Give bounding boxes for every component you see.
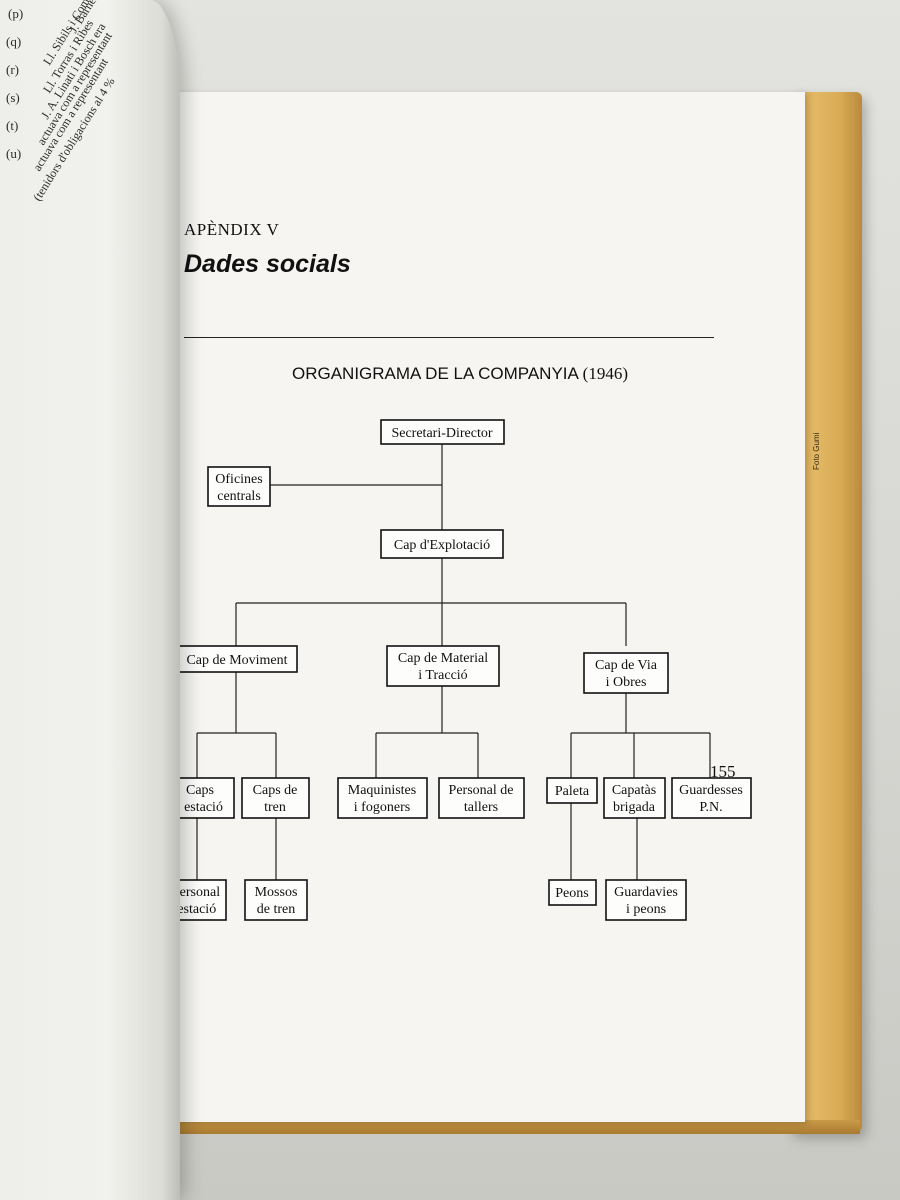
box-personal-tallers-line-1: Personal de [449, 783, 514, 798]
box-guardavies-line-1: Guardavies [614, 885, 678, 900]
left-page: (p) (q) (r) (s) (t) (u) J. Barnel i Caye… [0, 0, 180, 1200]
box-caps-tren: Caps de tren [241, 777, 310, 819]
box-caps-estacio-line-2: d' estació [171, 800, 223, 815]
box-cap-material-line-1: Cap de Material [398, 651, 488, 666]
box-guardesses-line-2: P.N. [699, 800, 722, 815]
footnote-marker: (t) [6, 118, 19, 133]
box-cap-moviment-line-1: Cap de Moviment [186, 653, 287, 668]
box-maquinistes-line-1: Maquinistes [348, 783, 416, 798]
box-cap-explotacio-line-1: Cap d'Explotació [394, 538, 490, 553]
box-cap-material-line-2: i Tracció [418, 668, 467, 683]
box-peons-line-1: Peons [555, 886, 588, 901]
footnote-marker: (r) [6, 62, 19, 77]
box-cap-material: Cap de Material i Tracció [386, 645, 500, 687]
appendix-heading: APÈNDIX V [184, 220, 280, 239]
box-guardavies: Guardavies i peons [605, 879, 687, 921]
page-content: APÈNDIX V Dades socials ORGANIGRAMA DE L… [150, 92, 805, 1122]
org-chart-title-text: ORGANIGRAMA DE LA COMPANYIA [292, 364, 578, 383]
box-oficines-line-2: centrals [217, 489, 261, 504]
divider-rule [184, 337, 714, 338]
box-maquinistes-line-2: i fogoners [354, 800, 410, 815]
right-page [150, 92, 805, 1122]
box-guardavies-line-2: i peons [626, 902, 666, 917]
box-mossos-tren: Mossos de tren [244, 879, 308, 921]
box-mossos-line-1: Mossos [255, 885, 298, 900]
box-oficines-line-1: Oficines [215, 472, 262, 487]
box-personal-estacio-line-1: Personal [172, 885, 220, 900]
box-caps-tren-line-2: tren [264, 800, 286, 815]
box-cap-via: Cap de Via i Obres [583, 652, 669, 694]
box-personal-tallers-line-2: tallers [464, 800, 498, 815]
section-title: Dades socials [184, 250, 351, 278]
box-caps-tren-line-1: Caps de [253, 783, 298, 798]
org-chart-year: (1946) [582, 364, 628, 383]
page-number: 155 [710, 762, 736, 781]
box-cap-explotacio: Cap d'Explotació [380, 529, 504, 559]
box-guardesses: Guardesses P.N. [671, 777, 752, 819]
book-cover-bottom [160, 1120, 860, 1134]
box-secretari-line-1: Secretari-Director [391, 426, 492, 441]
box-peons: Peons [548, 879, 597, 906]
footnote-marker: (q) [6, 34, 22, 49]
org-chart-title: ORGANIGRAMA DE LA COMPANYIA (1946) [150, 364, 770, 384]
box-paleta: Paleta [546, 777, 598, 804]
box-capatas-line-1: Capatàs [612, 783, 656, 798]
footnote-marker: (p) [8, 6, 24, 21]
box-cap-via-line-2: i Obres [606, 675, 647, 690]
box-guardesses-line-1: Guardesses [679, 783, 743, 798]
footnote-marker: (s) [6, 90, 20, 105]
box-capatas-brigada: Capatàs brigada [603, 777, 666, 819]
box-oficines-centrals: Oficines centrals [207, 466, 271, 507]
box-mossos-line-2: de tren [257, 902, 295, 917]
box-secretari-director: Secretari-Director [380, 419, 505, 445]
box-paleta-line-1: Paleta [555, 784, 590, 799]
box-maquinistes: Maquinistes i fogoners [337, 777, 428, 819]
footnote-marker: (u) [6, 146, 22, 161]
box-cap-moviment: Cap de Moviment [176, 645, 298, 673]
box-cap-via-line-1: Cap de Via [595, 658, 658, 673]
org-chart-connectors [196, 444, 711, 880]
box-capatas-line-2: brigada [613, 800, 656, 815]
box-caps-estacio-line-1: Caps [186, 783, 214, 798]
box-personal-tallers: Personal de tallers [438, 777, 525, 819]
